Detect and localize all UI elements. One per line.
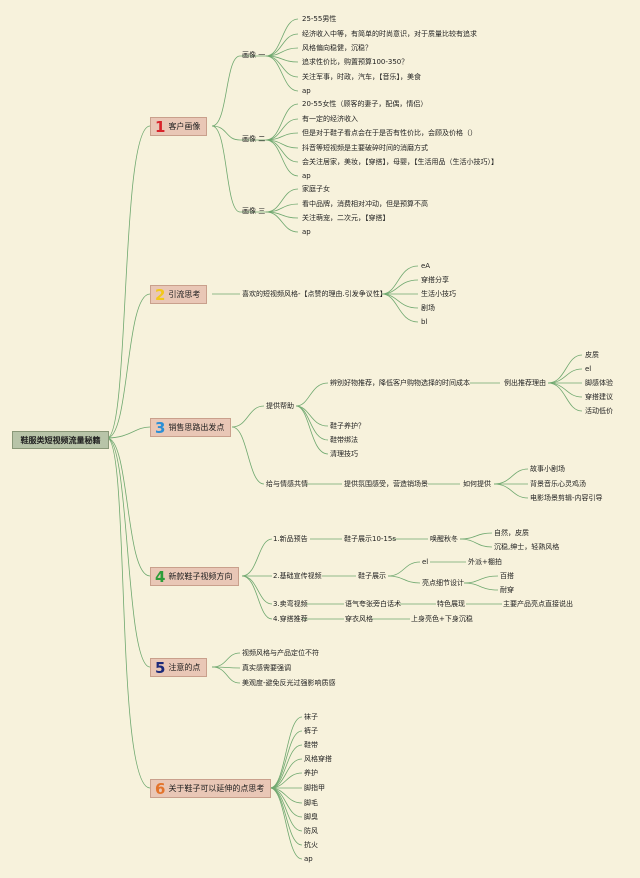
reason-item: 皮质 (585, 351, 599, 359)
help-item: 鞋子养护？ (330, 422, 365, 430)
highlight-node: 主要产品亮点直接说出 (503, 600, 573, 608)
note-item: 真实感需要强调 (242, 664, 291, 672)
topic-extension-points[interactable]: 6 关于鞋子可以延伸的点思考 (150, 779, 272, 798)
profile-2-label[interactable]: 画像 二 (242, 135, 266, 143)
feature-node[interactable]: 特色展现 (437, 600, 465, 608)
style-item: 自然，皮质 (494, 529, 529, 537)
detail-item: 耐穿 (500, 586, 514, 594)
provide-item: 电影场景剪辑-内容引导 (530, 494, 603, 502)
profile-3-item: 看中品牌，消费相对冲动，但是预算不高 (302, 200, 428, 208)
reason-item: el (585, 365, 592, 373)
topic-customer-profile[interactable]: 1 客户画像 (150, 117, 208, 136)
reason-item: 穿搭建议 (585, 393, 613, 401)
note-item: 美观度-避免反光过强影响质感 (242, 679, 336, 687)
profile-3-item: 关注萌宠，二次元，【穿搭】 (302, 214, 390, 222)
outfit-branch[interactable]: 4.穿搭推荐 (273, 615, 308, 623)
shoe-display-node[interactable]: 鞋子展示10-15s (344, 535, 396, 543)
reasons-node[interactable]: 例出推荐理由 (504, 379, 546, 387)
help-item: 清理技巧 (330, 450, 358, 458)
profile-1-item: 追求性价比，购置预算100-350？ (302, 58, 409, 66)
provide-item: 背景音乐心灵鸡汤 (530, 480, 586, 488)
topic-label: 销售思路出发点 (168, 423, 225, 432)
extension-item: 风格穿搭 (304, 755, 332, 763)
reason-item: 活动低价 (585, 407, 613, 415)
note-item: 视频风格与产品定位不符 (242, 649, 319, 657)
extension-item: 袜子 (304, 713, 318, 721)
topic-notes[interactable]: 5 注意的点 (150, 658, 208, 677)
extension-item: 防风 (304, 827, 318, 835)
provide-item: 故事小剧场 (530, 465, 565, 473)
topic-label: 引流思考 (168, 290, 201, 299)
profile-1-item: ap (302, 87, 311, 95)
detail-item: 百搭 (500, 572, 514, 580)
video-style-item: eA (421, 262, 431, 270)
autumn-node[interactable]: 唤醒秋冬 (430, 535, 458, 543)
topic-label: 新款鞋子视频方向 (168, 572, 233, 581)
video-style-item: bl (421, 318, 428, 326)
profile-1-item: 25-55男性 (302, 15, 337, 23)
topic-label: 客户画像 (168, 122, 201, 131)
profile-2-item: ap (302, 172, 311, 180)
reason-item: 脚感体验 (585, 379, 613, 387)
extension-item: 裤子 (304, 727, 318, 735)
extension-item: 鞋带 (304, 741, 318, 749)
shoe-show-node[interactable]: 鞋子展示 (358, 572, 386, 580)
topic-label: 关于鞋子可以延伸的点思考 (168, 784, 265, 793)
number-2-icon: 2 (155, 285, 166, 304)
profile-1-item: 经济收入中等，有简单的时尚意识，对于质量比较有追求 (302, 30, 477, 38)
profile-3-item: ap (302, 228, 311, 236)
detail-design-node[interactable]: 亮点细节设计 (422, 579, 464, 587)
extension-item: 脚毛 (304, 799, 318, 807)
color-node: 上身亮色+下身沉稳 (411, 615, 473, 623)
video-style-branch[interactable]: 喜欢的短视频风格-【点赞的理由.引发争议性】 (242, 290, 387, 298)
profile-2-item: 会关注居家，美妆，【穿搭】，母婴，【生活用品（生活小技巧）】 (302, 158, 498, 166)
style-item: 沉稳,绅士，轻熟风格 (494, 543, 560, 551)
number-4-icon: 4 (155, 567, 166, 586)
topic-new-shoe-video[interactable]: 4 新款鞋子视频方向 (150, 567, 240, 586)
how-provide-node[interactable]: 如何提供 (463, 480, 491, 488)
root-topic[interactable]: 鞋服类短视频流量秘籍 (12, 431, 109, 449)
profile-1-item: 关注军事，时政，汽车，【音乐】，美食 (302, 73, 421, 81)
shooting-node: 外派+棚拍 (468, 558, 502, 566)
extension-item: 脚臭 (304, 813, 318, 821)
extension-item: ap (304, 855, 313, 863)
help-item: 鞋带绑法 (330, 436, 358, 444)
extension-item: 养护 (304, 769, 318, 777)
profile-3-item: 家庭子女 (302, 185, 330, 193)
new-preview-branch[interactable]: 1.新品预告 (273, 535, 308, 543)
number-1-icon: 1 (155, 117, 166, 136)
topic-label: 注意的点 (168, 663, 201, 672)
narration-node[interactable]: 语气夸张旁白话术 (345, 600, 401, 608)
empathy-branch[interactable]: 给与情感共情 (266, 480, 308, 488)
provide-help-branch[interactable]: 提供帮助 (266, 402, 294, 410)
number-5-icon: 5 (155, 658, 166, 677)
recommendation-node[interactable]: 辨别好物推荐，降低客户购物选择的时间成本 (330, 379, 470, 387)
number-3-icon: 3 (155, 418, 166, 437)
profile-1-label[interactable]: 画像 一 (242, 51, 266, 59)
extension-item: 脚指甲 (304, 784, 325, 792)
video-style-item: 穿搭分享 (421, 276, 449, 284)
topic-sales-approach[interactable]: 3 销售思路出发点 (150, 418, 232, 437)
profile-2-item: 20-55女性（顾客的妻子，配偶，情侣） (302, 100, 428, 108)
number-6-icon: 6 (155, 779, 166, 798)
extension-item: 抗火 (304, 841, 318, 849)
topic-traffic-thinking[interactable]: 2 引流思考 (150, 285, 208, 304)
sell-video-branch[interactable]: 3.卖弯视频 (273, 600, 308, 608)
video-style-item: 剧场 (421, 304, 435, 312)
profile-1-item: 风格偏向稳健，沉稳？ (302, 44, 372, 52)
profile-2-item: 有一定的经济收入 (302, 115, 358, 123)
atmosphere-node[interactable]: 提供氛围感受，营造销场景 (344, 480, 428, 488)
video-style-item: 生活小技巧 (421, 290, 456, 298)
basic-promo-branch[interactable]: 2.基础宣传视频 (273, 572, 322, 580)
profile-3-label[interactable]: 画像 三 (242, 207, 266, 215)
el-node[interactable]: el (422, 558, 429, 566)
profile-2-item: 但是对于鞋子看点会在于是否有性价比，会顾及价格（） (302, 129, 477, 137)
dress-style-node[interactable]: 穿衣风格 (345, 615, 373, 623)
profile-2-item: 抖音等短视频是主要破碎时间的消磨方式 (302, 144, 428, 152)
